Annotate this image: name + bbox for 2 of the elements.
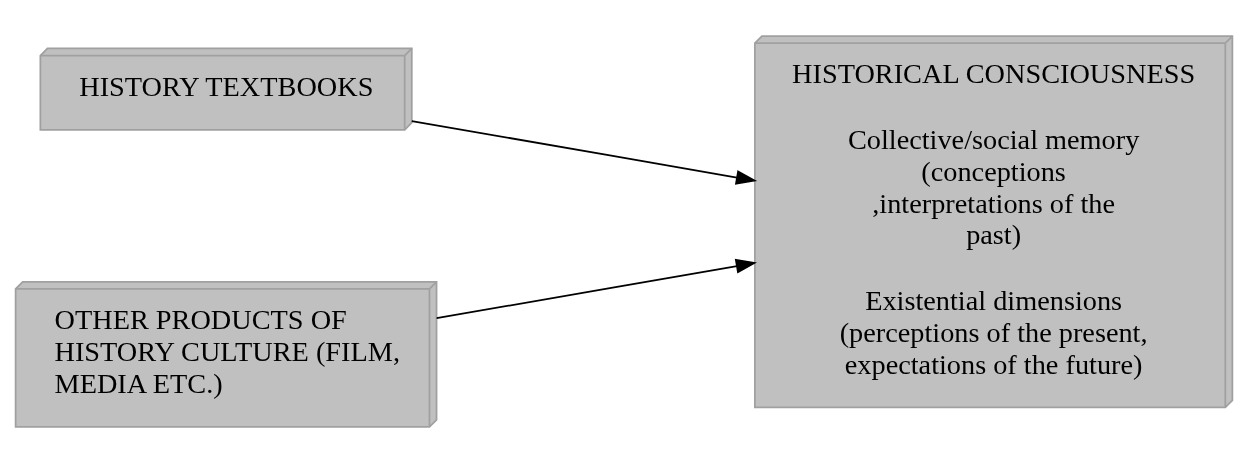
arrow — [410, 120, 758, 185]
arrow — [435, 258, 757, 320]
